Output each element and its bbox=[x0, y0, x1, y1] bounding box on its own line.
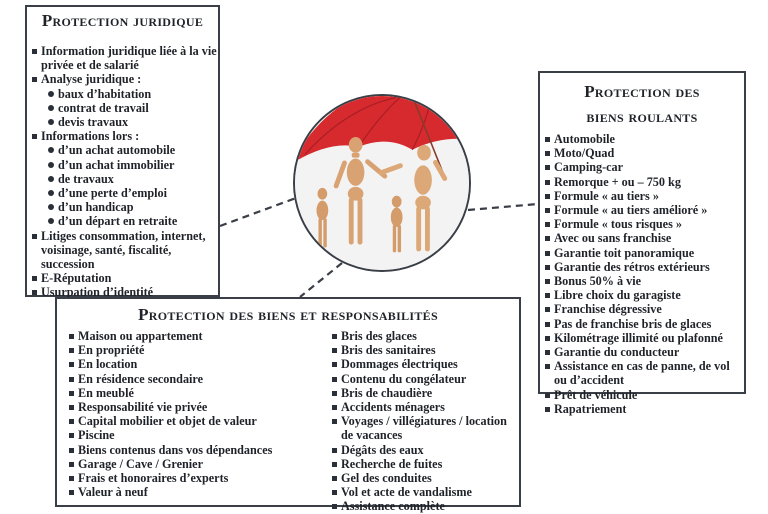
list-item: Garantie du conducteur bbox=[545, 345, 744, 359]
adult-figure-right bbox=[378, 144, 448, 252]
title-line-1: Protection des bbox=[584, 82, 700, 101]
list-item: Gel des conduites bbox=[332, 471, 517, 485]
list-item: Camping-car bbox=[545, 160, 744, 174]
list-item: Voyages / villégiatures / location de va… bbox=[332, 414, 517, 442]
list-item: En résidence secondaire bbox=[69, 372, 309, 386]
protection-biens-roulants-panel: Protection des biens roulants Automobile… bbox=[538, 71, 746, 416]
list-item: Frais et honoraires d’experts bbox=[69, 471, 309, 485]
list-item: Formule « tous risques » bbox=[545, 217, 744, 231]
list-item: d’un achat automobile bbox=[32, 143, 218, 157]
list-item: Formule « au tiers » bbox=[545, 189, 744, 203]
list-item: Bonus 50% à vie bbox=[545, 274, 744, 288]
list-item: En propriété bbox=[69, 343, 309, 357]
list-item: Automobile bbox=[545, 132, 744, 146]
list-item: Informations lors : bbox=[32, 129, 218, 143]
list-item: Moto/Quad bbox=[545, 146, 744, 160]
list-item: Garantie des rétros extérieurs bbox=[545, 260, 744, 274]
protection-juridique-title: Protection juridique bbox=[41, 11, 204, 30]
list-item: Bris des glaces bbox=[332, 329, 517, 343]
list-item: Rapatriement bbox=[545, 402, 744, 416]
list-item: Prêt de véhicule bbox=[545, 388, 744, 402]
list-item: Capital mobilier et objet de valeur bbox=[69, 414, 309, 428]
umbrella-family-illustration bbox=[295, 96, 469, 270]
list-item: Bris de chaudière bbox=[332, 386, 517, 400]
child-figure-right bbox=[390, 195, 403, 253]
protection-biens-roulants-title: Protection des biens roulants bbox=[540, 79, 744, 129]
title-line-2: biens roulants bbox=[586, 107, 698, 126]
child-figure-left bbox=[316, 187, 329, 248]
list-item: Maison ou appartement bbox=[69, 329, 309, 343]
list-item: Usurpation d’identité bbox=[32, 285, 218, 299]
list-item: Analyse juridique : bbox=[32, 72, 218, 86]
list-item: Litiges consommation, internet, voisinag… bbox=[32, 229, 218, 272]
list-item: contrat de travail bbox=[32, 101, 218, 115]
list-item: Accidents ménagers bbox=[332, 400, 517, 414]
list-item: Information juridique liée à la vie priv… bbox=[32, 44, 218, 72]
list-item: Assistance complète bbox=[332, 499, 517, 513]
list-item: Avec ou sans franchise bbox=[545, 231, 744, 245]
list-item: d’un handicap bbox=[32, 200, 218, 214]
list-item: Bris des sanitaires bbox=[332, 343, 517, 357]
list-item: de travaux bbox=[32, 172, 218, 186]
list-item: d’une perte d’emploi bbox=[32, 186, 218, 200]
list-item: Pas de franchise bris de glaces bbox=[545, 317, 744, 331]
protection-biens-responsabilites-title: Protection des biens et responsabilités bbox=[138, 305, 438, 324]
list-item: baux d’habitation bbox=[32, 87, 218, 101]
list-item: Valeur à neuf bbox=[69, 485, 309, 499]
list-item: Libre choix du garagiste bbox=[545, 288, 744, 302]
list-item: d’un départ en retraite bbox=[32, 214, 218, 228]
list-item: En location bbox=[69, 357, 309, 371]
umbrella-shaft bbox=[411, 96, 445, 175]
list-item: Responsabilité vie privée bbox=[69, 400, 309, 414]
list-item: Vol et acte de vandalisme bbox=[332, 485, 517, 499]
list-item: d’un achat immobilier bbox=[32, 158, 218, 172]
list-item: Contenu du congélateur bbox=[332, 372, 517, 386]
protection-biens-responsabilites-panel: Protection des biens et responsabilités … bbox=[55, 297, 521, 513]
list-item: Dégâts des eaux bbox=[332, 443, 517, 457]
list-item: Remorque + ou – 750 kg bbox=[545, 175, 744, 189]
list-item: Garage / Cave / Grenier bbox=[69, 457, 309, 471]
list-item: Biens contenus dans vos dépendances bbox=[69, 443, 309, 457]
list-item: Dommages électriques bbox=[332, 357, 517, 371]
umbrella-canopy bbox=[295, 96, 469, 162]
list-item: En meublé bbox=[69, 386, 309, 400]
protection-juridique-list: Information juridique liée à la vie priv… bbox=[32, 44, 218, 300]
list-item: Piscine bbox=[69, 428, 309, 442]
protection-juridique-panel: Protection juridique Information juridiq… bbox=[25, 5, 220, 300]
list-item: E-Réputation bbox=[32, 271, 218, 285]
list-item: Garantie toit panoramique bbox=[545, 246, 744, 260]
list-item: Assistance en cas de panne, de vol ou d’… bbox=[545, 359, 744, 387]
list-item: devis travaux bbox=[32, 115, 218, 129]
list-item: Kilométrage illimité ou plafonné bbox=[545, 331, 744, 345]
list-item: Franchise dégressive bbox=[545, 302, 744, 316]
umbrella-family-image bbox=[293, 94, 471, 272]
list-item: Formule « au tiers amélioré » bbox=[545, 203, 744, 217]
list-item: Recherche de fuites bbox=[332, 457, 517, 471]
